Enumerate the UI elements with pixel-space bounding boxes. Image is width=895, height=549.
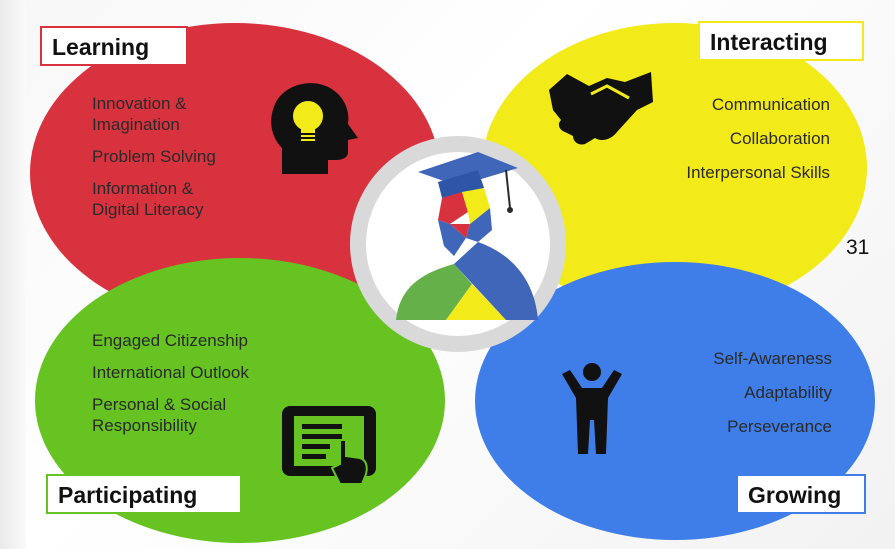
learning-label: Learning — [40, 26, 188, 66]
interacting-item: Communication — [711, 95, 830, 114]
interacting-item: Collaboration — [729, 129, 830, 148]
learning-item: Innovation & Imagination — [92, 94, 187, 134]
growing-items: Self-Awareness Adaptability Perseverance — [640, 348, 832, 450]
graduate-icon — [350, 136, 566, 352]
tablet-touch-icon — [282, 406, 376, 484]
participating-label: Participating — [46, 474, 242, 514]
handshake-icon — [549, 72, 653, 145]
participating-item: Personal & Social Responsibility — [92, 395, 227, 435]
participating-item: Engaged Citizenship — [92, 331, 248, 350]
growing-item: Adaptability — [744, 383, 832, 402]
learning-item: Problem Solving — [92, 147, 216, 166]
head-lightbulb-icon — [271, 83, 358, 174]
page-number: 31 — [846, 236, 870, 259]
interacting-item: Interpersonal Skills — [686, 163, 830, 182]
interacting-items: Communication Collaboration Interpersona… — [620, 94, 830, 196]
learning-item: Information & Digital Literacy — [92, 179, 204, 219]
person-arms-raised-icon — [562, 363, 622, 454]
interacting-label: Interacting — [698, 21, 864, 61]
learning-items: Innovation & Imagination Problem Solving… — [92, 93, 282, 231]
participating-items: Engaged Citizenship International Outloo… — [92, 330, 322, 447]
frame-edge — [0, 0, 26, 549]
growing-item: Perseverance — [727, 417, 832, 436]
growing-item: Self-Awareness — [713, 349, 832, 368]
growing-label: Growing — [736, 474, 866, 514]
participating-item: International Outlook — [92, 363, 249, 382]
